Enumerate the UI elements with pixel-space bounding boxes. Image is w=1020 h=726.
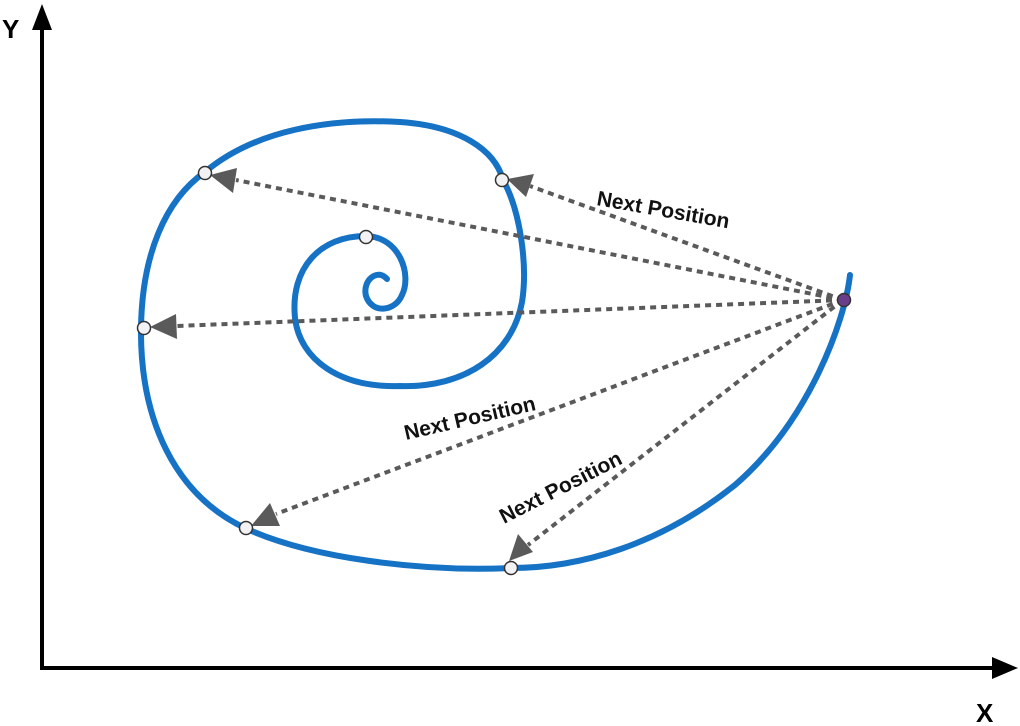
next-position-arrows — [150, 168, 845, 561]
arrow-to-left — [175, 298, 844, 328]
y-axis-arrowhead — [32, 4, 52, 30]
candidate-position-marker — [494, 172, 510, 188]
arrow-to-bottom — [526, 298, 845, 547]
current-position-marker — [836, 292, 852, 308]
next-position-label-top: Next Position — [595, 187, 731, 233]
x-axis-arrowhead — [992, 657, 1018, 679]
arrowhead-left — [150, 314, 177, 339]
axes: Y X — [2, 4, 1018, 726]
y-axis-label: Y — [2, 14, 19, 44]
arrow-to-upper-right — [529, 184, 844, 302]
next-position-label-middle: Next Position — [402, 392, 538, 445]
arrowhead-upper-left — [210, 168, 237, 193]
arrowhead-bottom — [509, 534, 533, 561]
x-axis-label: X — [976, 698, 994, 726]
candidate-position-marker — [197, 165, 213, 181]
candidate-position-marker — [358, 229, 374, 245]
candidate-position-marker — [503, 560, 519, 576]
candidate-position-marker — [238, 520, 254, 536]
arrowhead-upper-right — [507, 174, 534, 197]
next-position-label-bottom: Next Position — [496, 447, 626, 528]
arrow-to-lower-left — [275, 298, 844, 516]
candidate-positions — [136, 165, 519, 576]
spiral-path — [137, 118, 853, 572]
candidate-position-marker — [136, 320, 152, 336]
arrowhead-lower-left — [251, 503, 280, 526]
arrow-to-upper-left — [235, 178, 844, 302]
